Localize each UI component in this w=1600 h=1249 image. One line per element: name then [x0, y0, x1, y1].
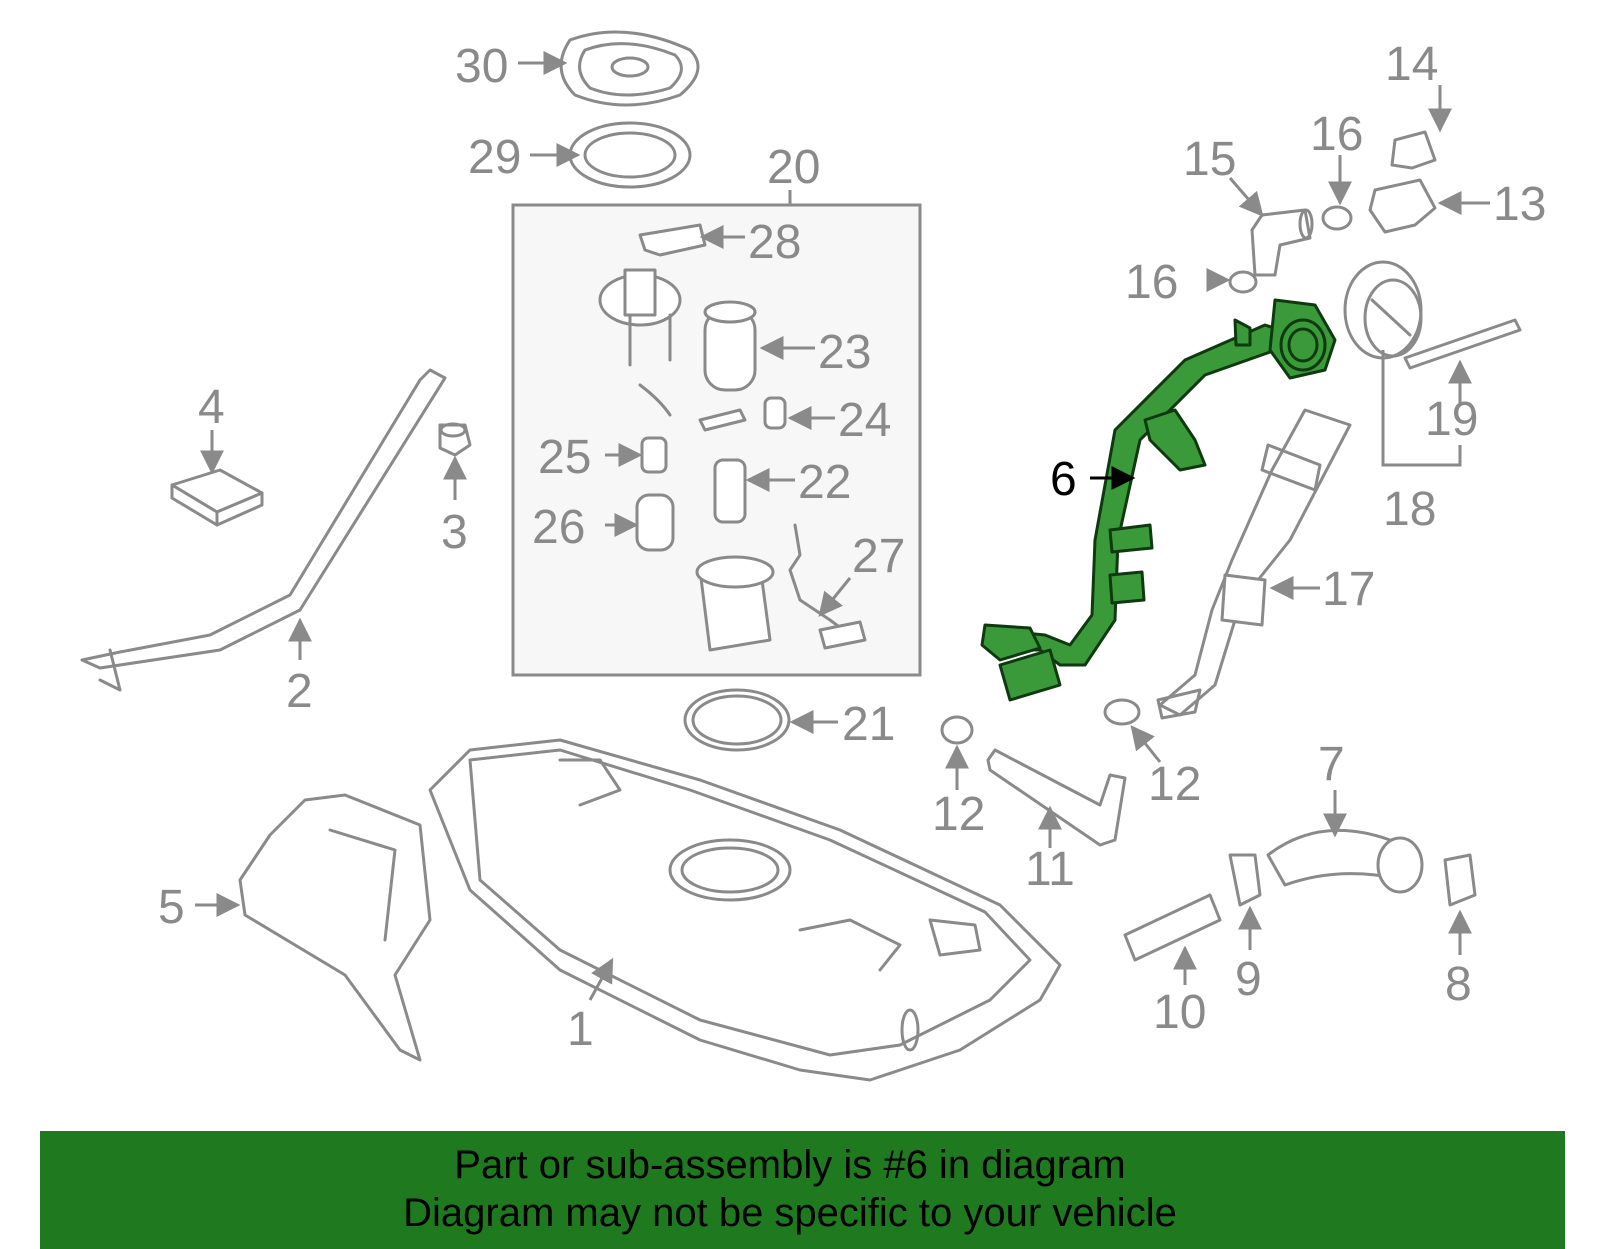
callout-11: 11	[1025, 843, 1075, 896]
leader-arrows	[195, 51, 1490, 1001]
callout-28: 28	[748, 216, 801, 269]
part-17-filler-neck	[1156, 408, 1352, 720]
callout-19: 19	[1425, 393, 1478, 446]
callout-27: 27	[852, 530, 905, 583]
part-29-ring	[568, 121, 692, 189]
part-6-filler-pipe	[980, 298, 1337, 702]
callout-25: 25	[538, 431, 591, 484]
callout-3: 3	[441, 506, 468, 559]
part-3-nut	[438, 422, 472, 457]
callout-24: 24	[838, 394, 891, 447]
callout-23: 23	[818, 326, 871, 379]
part-9-clamp	[1228, 853, 1262, 907]
part-20-assembly-box	[511, 190, 922, 677]
part-15-hose-elbow	[1250, 208, 1314, 277]
callout-26: 26	[532, 501, 585, 554]
part-12-clamp-right	[1103, 698, 1141, 726]
callout-17: 17	[1322, 563, 1375, 616]
part-11-hose	[986, 748, 1127, 847]
callout-4: 4	[198, 381, 225, 434]
callout-1: 1	[567, 1003, 594, 1056]
callout-10: 10	[1153, 986, 1206, 1039]
callout-16-left: 16	[1125, 256, 1178, 309]
banner-line-1: Part or sub-assembly is #6 in diagram	[454, 1143, 1126, 1187]
callout-18: 18	[1383, 483, 1436, 536]
callout-2: 2	[286, 665, 313, 718]
callout-15: 15	[1183, 133, 1236, 186]
part-8-clamp	[1443, 853, 1477, 907]
callout-labels: 30 29 20 28 23 24 25 22 26 27 21 4 3 2 5…	[158, 38, 1546, 1056]
callout-7: 7	[1318, 738, 1345, 791]
part-13-bracket	[1368, 178, 1437, 234]
part-21-ring	[683, 688, 791, 752]
callout-6-highlighted: 6	[1050, 453, 1077, 506]
part-12-clamp-left	[940, 715, 974, 745]
callout-13: 13	[1493, 178, 1546, 231]
callout-20: 20	[767, 141, 820, 194]
callout-14: 14	[1385, 38, 1438, 91]
callout-9: 9	[1235, 953, 1262, 1006]
callout-21: 21	[842, 698, 895, 751]
info-banner: Part or sub-assembly is #6 in diagram Di…	[40, 1131, 1565, 1249]
part-4-pad	[170, 468, 264, 527]
part-19-tether	[1403, 318, 1522, 370]
part-2-strap	[80, 368, 447, 692]
callout-22: 22	[798, 456, 851, 509]
callout-5: 5	[158, 881, 185, 934]
callout-16-top: 16	[1310, 108, 1363, 161]
part-30-cover	[559, 30, 700, 107]
callout-30: 30	[455, 40, 508, 93]
banner-line-2: Diagram may not be specific to your vehi…	[403, 1191, 1177, 1235]
part-1-fuel-tank	[428, 738, 1062, 1082]
callout-12-left: 12	[932, 788, 985, 841]
part-7-hose	[1266, 828, 1424, 894]
part-16-clamp-top	[1321, 205, 1353, 231]
part-5-heat-shield	[238, 793, 432, 1062]
part-16-clamp-left	[1228, 270, 1258, 294]
part-10-protector	[1123, 893, 1222, 962]
callout-12-right: 12	[1148, 758, 1201, 811]
part-14-bracket	[1390, 130, 1437, 170]
part-18-cap	[1343, 260, 1423, 360]
callout-8: 8	[1445, 958, 1472, 1011]
callout-29: 29	[468, 131, 521, 184]
